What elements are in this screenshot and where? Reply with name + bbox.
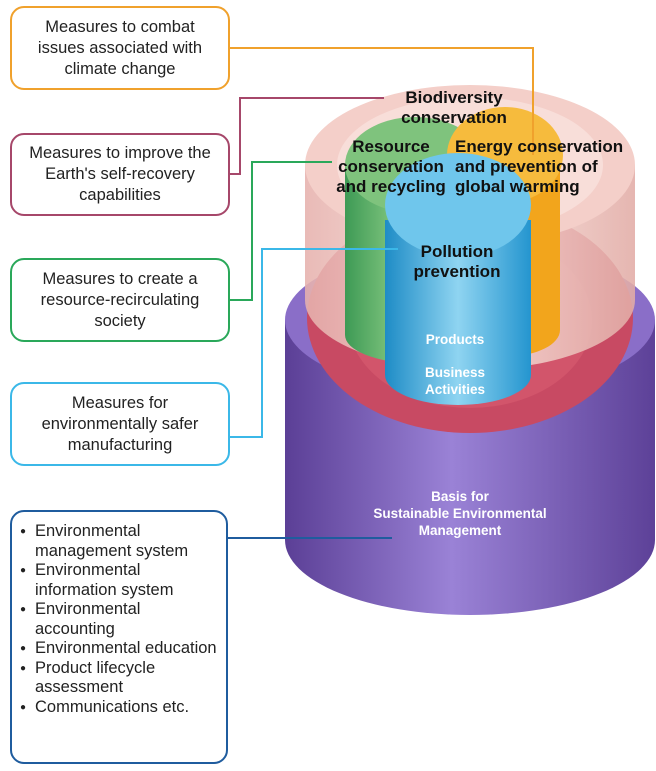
energy-label-line: and prevention of bbox=[455, 157, 598, 176]
blue-cylinder-body bbox=[385, 220, 531, 405]
resource-label-line: Resource bbox=[352, 137, 430, 156]
basis-label: Basis for Sustainable Environmental Mana… bbox=[340, 488, 580, 539]
climate-measures-box: Measures to combat issues associated wit… bbox=[10, 6, 230, 90]
basis-list-item: Environmental management system bbox=[20, 522, 218, 561]
energy-label-line: global warming bbox=[455, 177, 580, 196]
resource-label-line: and recycling bbox=[336, 177, 446, 196]
business-label-line: Business bbox=[424, 365, 486, 380]
biodiversity-label: Biodiversity conservation bbox=[384, 88, 524, 128]
connector-recirculating bbox=[230, 161, 332, 301]
basis-label-line: Management bbox=[418, 523, 502, 538]
business-label-line: Activities bbox=[424, 382, 486, 397]
business-activities-label: Business Activities bbox=[390, 364, 520, 398]
recovery-measures-box: Measures to improve the Earth's self-rec… bbox=[10, 133, 230, 216]
basis-list-item: Product lifecycle assessment bbox=[20, 659, 218, 698]
energy-label: Energy conservation and prevention of gl… bbox=[455, 137, 655, 197]
blue-cylinder-top bbox=[385, 153, 531, 257]
resource-label-line: conservation bbox=[338, 157, 444, 176]
basis-list-item: Environmental accounting bbox=[20, 600, 218, 639]
pollution-label-line: Pollution bbox=[420, 242, 494, 261]
connector-safer bbox=[230, 248, 398, 438]
biodiversity-label-line: conservation bbox=[401, 108, 507, 127]
biodiversity-label-line: Biodiversity bbox=[405, 88, 503, 107]
safer-manufacturing-box: Measures for environmentally safer manuf… bbox=[10, 382, 230, 466]
safer-manufacturing-text: Measures for environmentally safer manuf… bbox=[41, 393, 199, 454]
basis-list-item: Environmental education bbox=[20, 639, 218, 659]
recirculating-measures-text: Measures to create a resource-recirculat… bbox=[40, 269, 200, 330]
connector-climate bbox=[230, 47, 534, 155]
basis-label-line: Basis for bbox=[431, 489, 489, 504]
products-label: Products bbox=[425, 332, 485, 347]
basis-list-item: Environmental information system bbox=[20, 561, 218, 600]
basis-label-line: Sustainable Environmental bbox=[373, 506, 547, 521]
basis-measures-box: Environmental management system Environm… bbox=[10, 510, 228, 764]
pollution-label: Pollution prevention bbox=[398, 242, 516, 282]
basis-list-item: Communications etc. bbox=[20, 698, 218, 718]
recirculating-measures-box: Measures to create a resource-recirculat… bbox=[10, 258, 230, 342]
energy-label-line: Energy conservation bbox=[455, 137, 624, 156]
climate-measures-text: Measures to combat issues associated wit… bbox=[37, 17, 203, 78]
basis-list: Environmental management system Environm… bbox=[20, 522, 218, 717]
recovery-measures-text: Measures to improve the Earth's self-rec… bbox=[29, 144, 211, 204]
pollution-label-line: prevention bbox=[413, 262, 501, 281]
resource-label: Resource conservation and recycling bbox=[332, 137, 450, 197]
connector-recovery bbox=[230, 97, 384, 175]
